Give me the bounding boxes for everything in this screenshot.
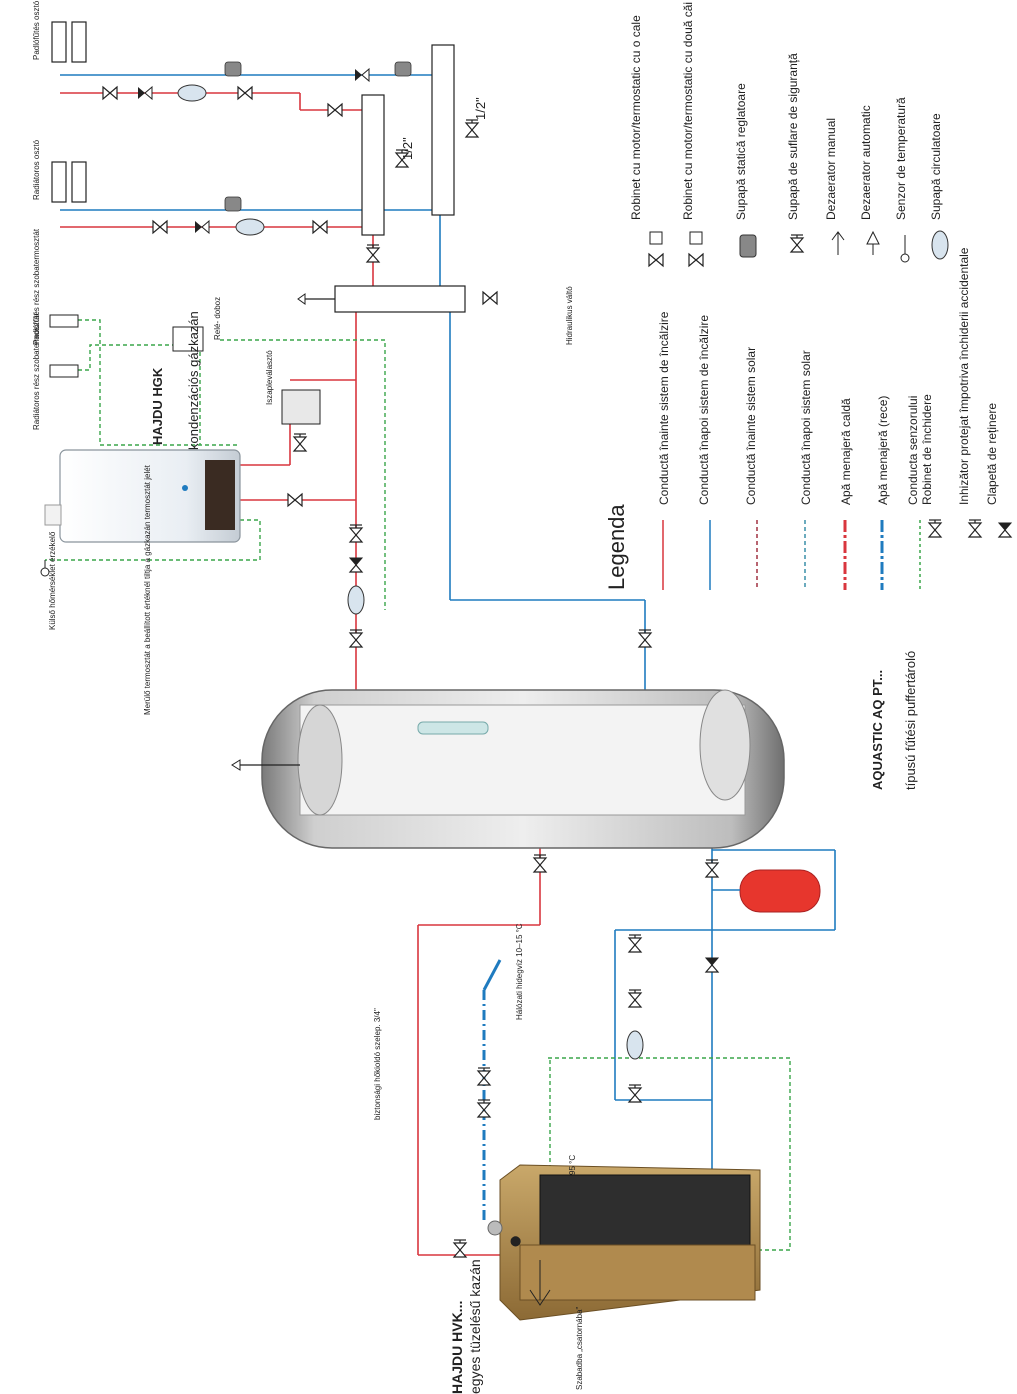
expansion-vessel [712, 869, 821, 913]
legend-item-8: Inhizător protejat împotriva închiderii … [957, 247, 971, 505]
distributor-column-return [431, 44, 455, 216]
half-inch-label-1: 1/2" [400, 137, 415, 160]
legend-lines: Conductă înainte sistem de încălzire Con… [657, 247, 1012, 590]
motor-valve-one-way-icon [648, 231, 664, 267]
hgk-title: HAJDU HGK [150, 367, 165, 445]
legend-item-4: Apă menajeră caldă [839, 398, 853, 505]
static-regulating-valves [224, 61, 412, 212]
drain-label: Szabadba „csatornába" [575, 1307, 584, 1391]
safety-valve-label: biztonsági hőkioldó szelep. 3/4" [373, 1008, 382, 1120]
relay-box [172, 326, 204, 352]
immersion-thermostat-label: Merülő termosztát a beállított értéknél … [143, 464, 152, 715]
motor-valve-two-way-icon [688, 231, 704, 267]
safety-relief-valve-icon [790, 234, 804, 253]
floor-room-thermostat [49, 314, 79, 328]
floor-heating-manifold [51, 21, 87, 63]
legend-symbol-4: Dezaerator manual [824, 118, 838, 220]
hvk-subtitle: egyes tüzelésű kazán [467, 1259, 483, 1394]
legend-item-0: Conductă înainte sistem de încălzire [657, 311, 671, 505]
half-inch-label-2: 1/2" [473, 97, 488, 120]
cold-water-label: Hálózati hidegvíz 10–15 °C [515, 923, 524, 1020]
legend-item-7: Robinet de închidere [920, 394, 934, 505]
legend-item-3: Conductă înapoi sistem solar [799, 350, 813, 505]
solid-fuel-boiler: ⬤ [487, 1164, 761, 1321]
legend-symbol-5: Dezaerator automatic [859, 105, 873, 220]
hgk-subtitle: kondenzációs gázkazán [186, 311, 201, 450]
sludge-separator [281, 389, 321, 425]
radiator-manifold-label: Radiátoros osztó [32, 139, 41, 200]
shutoff-valve-icon [928, 519, 942, 538]
radiator-manifold [51, 161, 87, 203]
aquastic-title: AQUASTIC AQ PT... [870, 670, 885, 790]
legend-item-2: Conductă înainte sistem solar [744, 347, 758, 505]
legend-symbol-1: Robinet cu motor/termostatic cu două căi [681, 2, 695, 220]
check-valves [138, 67, 370, 235]
buffer-tank [231, 689, 785, 849]
circulation-pumps [177, 84, 644, 1060]
legend-symbol-7: Supapă circulatoare [929, 113, 943, 220]
static-regulating-valve-icon [739, 234, 757, 258]
radiator-room-thermostat [49, 364, 79, 378]
legend-item-6: Conducta senzorului [906, 396, 920, 505]
gas-condensing-boiler [44, 449, 241, 543]
floor-manifold-label: Padlófűtés osztó [32, 0, 41, 60]
legend: Legenda Conductă înainte sistem de încăl… [604, 2, 1012, 590]
relay-box-label: Relé- doboz [213, 297, 222, 340]
hydraulic-switch-label: Hidraulikus váltó [565, 286, 574, 345]
floor-thermostat-label: Padlófűtés rész szobatermosztát [32, 228, 41, 345]
legend-symbol-2: Supapă statică reglatoare [734, 83, 748, 220]
circulation-pump-icon [931, 230, 949, 260]
temperature-sensor-icon [900, 235, 910, 263]
aquastic-subtitle: típusú fűtési puffertároló [903, 651, 918, 790]
legend-symbols: Robinet cu motor/termostatic cu o cale R… [629, 2, 949, 267]
pipes [60, 74, 836, 1256]
legend-title: Legenda [604, 504, 629, 590]
legend-symbol-0: Robinet cu motor/termostatic cu o cale [629, 15, 643, 220]
svg-text:⬤: ⬤ [510, 1236, 521, 1247]
sludge-separator-label: Iszapleválasztó [265, 350, 274, 405]
valves [102, 86, 719, 1258]
drain-outlet [529, 1260, 551, 1306]
hvk-title: HAJDU HVK... [449, 1301, 465, 1394]
legend-symbol-3: Supapă de suflare de siguranță [786, 53, 800, 220]
outdoor-sensor-label: Külső hőmérséklet érzékelő [48, 531, 57, 630]
temperature-95-label: 95 °C [568, 1155, 577, 1175]
legend-item-5: Apă menajeră (rece) [876, 396, 890, 505]
distributor-column-flow [361, 94, 385, 236]
legend-item-9: Clapetă de reținere [985, 403, 999, 505]
auto-deaerator-icon [866, 230, 880, 255]
hydraulic-switch [334, 285, 466, 313]
radiator-thermostat-label: Radiátoros rész szobatermosztát [32, 312, 41, 430]
legend-symbol-6: Senzor de temperatură [894, 97, 908, 220]
outdoor-sensor [40, 560, 50, 577]
protected-valve-icon [968, 519, 982, 538]
manual-deaerator-icon [831, 231, 845, 255]
legend-item-1: Conductă înapoi sistem de încălzire [697, 315, 711, 505]
check-valve-icon [998, 522, 1012, 538]
